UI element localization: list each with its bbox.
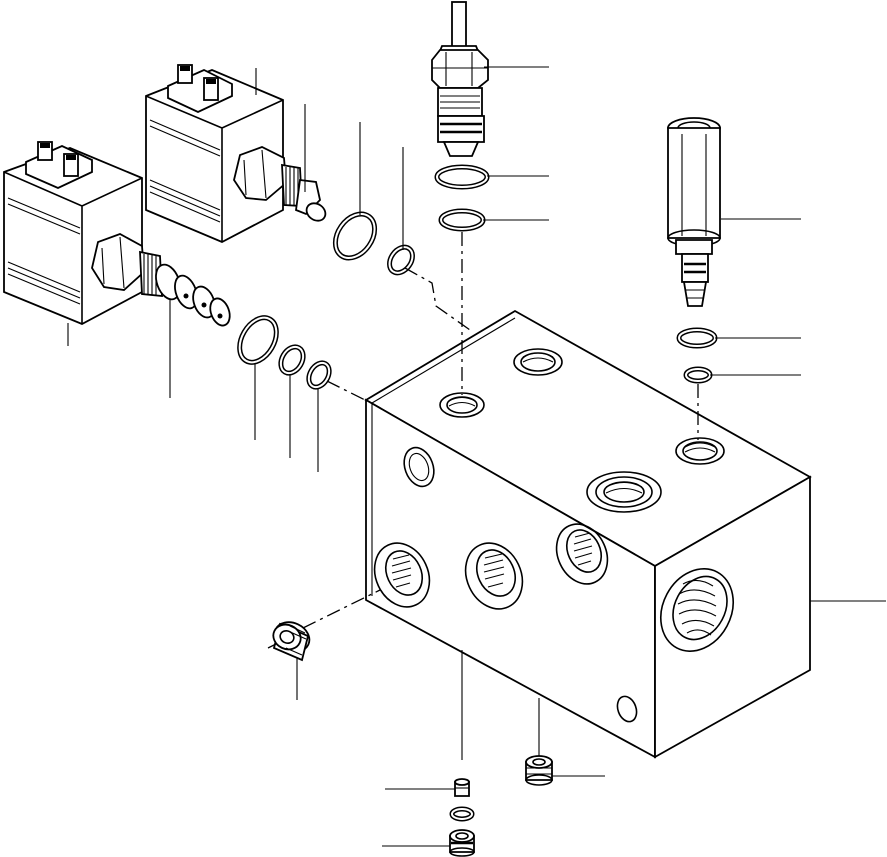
front-port-small [616,695,638,723]
right-face-port [660,568,734,652]
plug-bottom [525,755,553,786]
plug-front [272,621,311,662]
front-port-4 [555,523,609,585]
o-ring-upper-large [332,211,378,261]
front-port-2 [373,542,431,608]
screw-bottom [454,778,470,797]
valve-block [364,309,812,759]
top-port-1 [513,348,563,376]
o-ring-lower-small [306,360,332,390]
o-ring-top-2 [438,208,486,232]
front-port-3 [464,542,524,610]
top-port-3 [586,471,662,513]
top-port-2 [439,392,485,418]
o-ring-lower-large [237,315,279,365]
leader-lines [67,66,886,847]
o-ring-right-2 [683,366,713,384]
assembly-lines [267,232,699,649]
top-port-4 [675,437,725,465]
o-ring-top-1 [434,164,490,190]
solenoid-upper [145,64,327,243]
o-ring-lower-mid [278,344,306,376]
o-ring-upper-small [387,244,415,276]
cartridge-top [431,1,489,157]
o-ring-right-1 [676,327,718,349]
washer-bottom [449,806,475,822]
plug-bottom-lower [449,829,475,857]
solenoid-lower [3,141,231,327]
front-port-1 [403,446,435,488]
relief-valve-right [667,117,721,307]
